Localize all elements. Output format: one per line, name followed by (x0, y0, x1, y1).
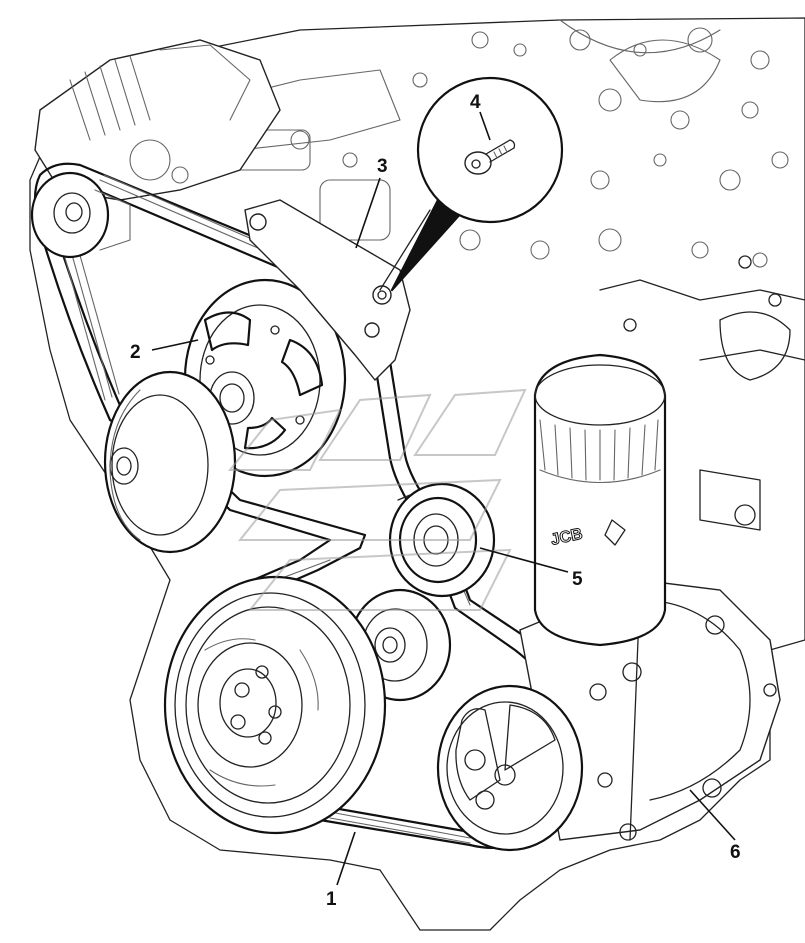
callout-6: 6 (689, 789, 741, 863)
mounting-bracket (244, 199, 431, 382)
oil-filter: JCB (533, 353, 667, 647)
callout-6-label: 6 (730, 842, 741, 863)
callout-3: 3 (355, 156, 388, 249)
detail-inset (390, 76, 564, 292)
callout-5: 5 (479, 547, 583, 590)
callout-4: 4 (470, 92, 491, 141)
bolt-icon (464, 139, 516, 175)
callout-3-label: 3 (377, 156, 388, 177)
callout-2-label: 2 (130, 342, 141, 363)
compressor-pulley (436, 684, 584, 852)
alternator (34, 39, 281, 201)
crankshaft-pulley (163, 575, 387, 835)
callout-1-label: 1 (326, 889, 337, 910)
water-pump-pulley (103, 370, 237, 554)
watermark (227, 388, 527, 611)
callout-2: 2 (130, 339, 199, 363)
callout-4-label: 4 (470, 92, 481, 113)
callout-1: 1 (326, 831, 356, 910)
alternator-pulley (30, 171, 131, 259)
callout-5-label: 5 (572, 569, 583, 590)
